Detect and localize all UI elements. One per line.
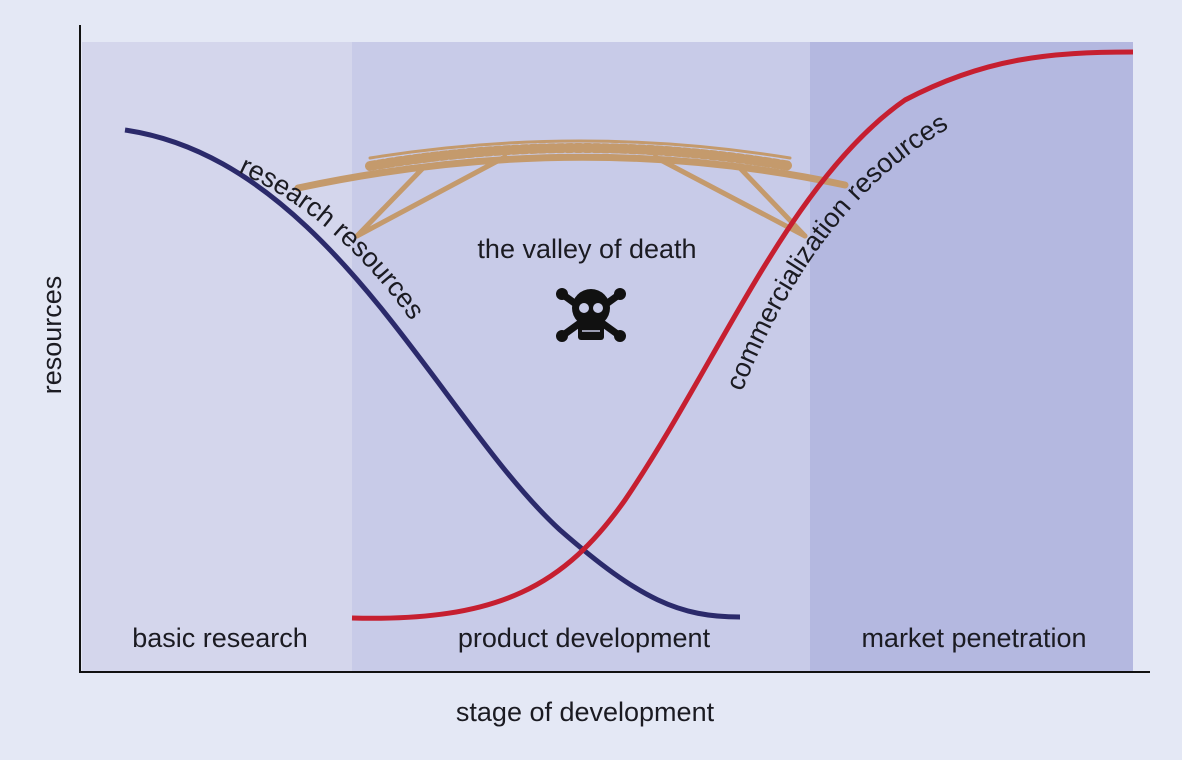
commercialization-resources-curve [351,49,1134,621]
region-market-penetration [810,42,1133,672]
valley-of-death-label: the valley of death [477,234,696,264]
stage-label-market-penetration: market penetration [861,623,1086,653]
skull-crossbones-icon [556,288,626,342]
y-axis-label: resources [37,276,67,395]
bridge [294,139,849,239]
stage-label-basic-research: basic research [132,623,308,653]
region-basic-research [82,42,352,672]
research-resources-curve [124,127,741,620]
stage-label-product-development: product development [458,623,711,653]
x-axis-label: stage of development [456,697,715,727]
